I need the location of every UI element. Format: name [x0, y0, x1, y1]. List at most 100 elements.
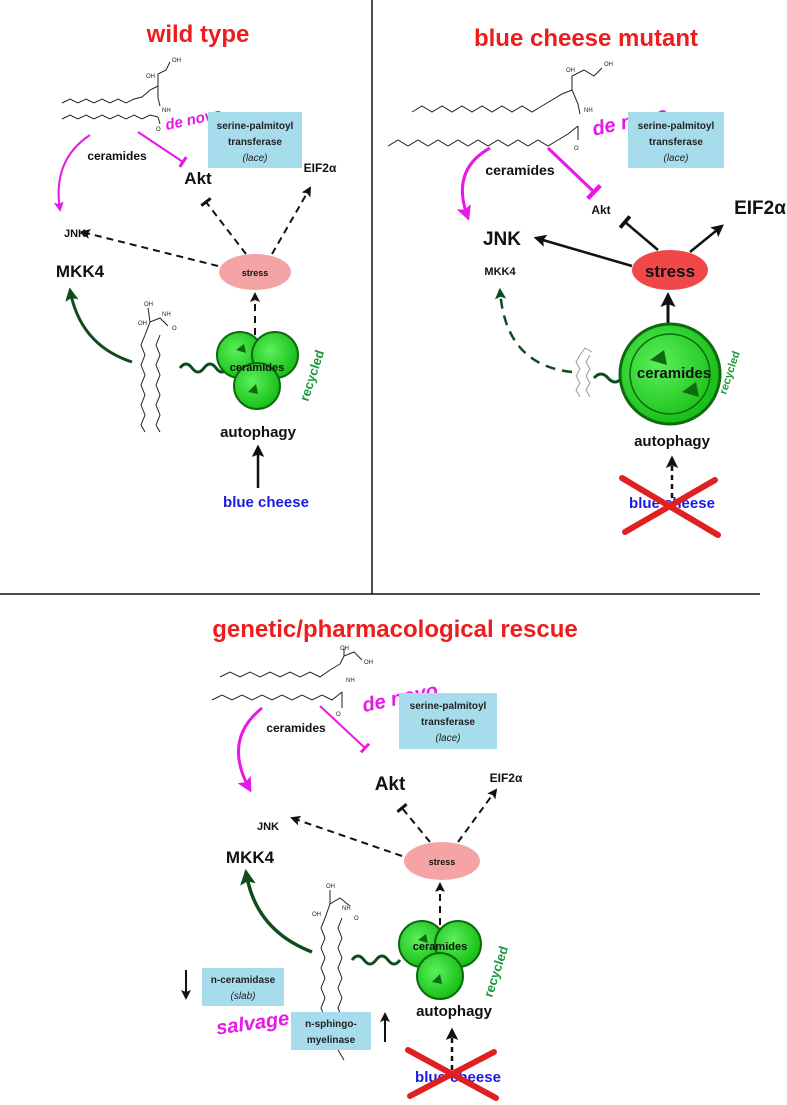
eif2a-label: EIF2α	[734, 198, 786, 219]
ceramide-inhibits-akt	[319, 705, 371, 754]
enzyme-gene: (lace)	[435, 733, 460, 744]
mkk4-label: MKK4	[484, 266, 516, 278]
ceramide-to-jnk-arrow	[236, 706, 263, 793]
stress-node	[219, 254, 291, 290]
panel-title: wild type	[146, 21, 250, 48]
eif2a-label: EIF2α	[490, 771, 523, 785]
stress-to-akt-link	[396, 803, 431, 843]
eif2a-label: EIF2α	[304, 161, 337, 175]
chem-oh-label: OH	[326, 884, 335, 890]
chem-o-label: O	[172, 326, 177, 332]
mkk4-label: MKK4	[56, 262, 105, 281]
chem-oh-label: OH	[364, 660, 373, 666]
enzyme-box	[399, 693, 497, 749]
ceramidase-name: n-ceramidase	[211, 975, 276, 986]
ceramides-label: ceramides	[485, 162, 554, 178]
stress-to-jnk-arrow	[290, 815, 403, 857]
stress-to-akt-link	[200, 197, 247, 255]
blue-cheese-label: blue cheese	[223, 494, 309, 511]
chem-oh-label: OH	[312, 912, 321, 918]
mkk4-label: MKK4	[226, 848, 275, 867]
panel-blue-cheese-mutant: blue cheese mutant OH OH NH O de novo se…	[387, 25, 786, 538]
chem-oh-label: OH	[144, 302, 153, 308]
chem-nh-label: NH	[346, 678, 355, 684]
enzyme-name: transferase	[649, 137, 703, 148]
ceramide-structure: OH OH NH O	[211, 646, 373, 718]
chem-oh-label: OH	[172, 58, 181, 64]
ceramides-label: ceramides	[266, 721, 326, 735]
ceramide-ball	[618, 322, 722, 426]
jnk-label: JNK	[483, 229, 521, 250]
stress-node	[404, 842, 480, 880]
chem-o-label: O	[574, 146, 579, 152]
ceramide-structure: OH OH NH O	[61, 58, 181, 133]
chem-o-label: O	[354, 916, 359, 922]
blue-cheese-deletion-cross	[619, 475, 721, 538]
ceramide-to-jnk-arrow	[456, 146, 491, 221]
enzyme-gene: (lace)	[663, 153, 688, 164]
enzyme-gene: (lace)	[242, 153, 267, 164]
stress-label: stress	[242, 268, 269, 278]
sphingomyelinase-name: n-sphingo-	[305, 1019, 357, 1030]
chem-nh-label: NH	[584, 108, 593, 114]
salvage-label: salvage	[215, 1008, 291, 1040]
chem-oh-label: OH	[340, 646, 349, 652]
chem-oh-label: OH	[138, 321, 147, 327]
chem-oh-label: OH	[604, 62, 613, 68]
ceramide-ball	[629, 333, 711, 415]
sphingomyelinase-name: myelinase	[307, 1035, 356, 1046]
recycled-label: recycled	[481, 944, 512, 999]
panel-title: genetic/pharmacological rescue	[212, 616, 577, 643]
enzyme-name: transferase	[228, 137, 282, 148]
chem-oh-label: OH	[146, 74, 155, 80]
sphingomyelinase-box	[291, 1012, 371, 1050]
autophagosome: ceramides	[178, 331, 299, 410]
jnk-label: JNK	[64, 228, 86, 240]
ceramide-structure: OH OH NH O	[387, 62, 613, 152]
chem-nh-label: NH	[162, 108, 171, 114]
stress-to-eif2a-arrow	[271, 186, 311, 255]
stress-label: stress	[429, 857, 456, 867]
autophagosome: ceramides	[350, 920, 482, 1000]
chem-o-label: O	[156, 127, 161, 133]
chem-nh-label: NH	[162, 312, 171, 318]
ceramide-inhibits-akt	[137, 131, 188, 168]
ceramide-inhibits-akt	[546, 146, 602, 201]
autophagy-label: autophagy	[416, 1003, 492, 1020]
enzyme-name: serine-palmitoyl	[638, 121, 715, 132]
autophagosome: ceramides	[592, 322, 722, 426]
recycled-ceramide-structure	[575, 347, 593, 398]
ceramide-to-jnk-arrow	[53, 134, 91, 212]
jnk-label: JNK	[257, 821, 279, 833]
akt-label: Akt	[184, 169, 212, 188]
stress-to-jnk-arrow	[533, 234, 633, 268]
membrane-tail	[178, 362, 230, 374]
stress-label: stress	[645, 262, 695, 281]
recycled-label: recycled	[297, 348, 328, 403]
enzyme-name: serine-palmitoyl	[410, 701, 487, 712]
stress-to-jnk-arrow	[80, 229, 219, 267]
akt-label: Akt	[375, 774, 406, 795]
ceramides-ball-label: ceramides	[637, 365, 711, 382]
enzyme-name: transferase	[421, 717, 475, 728]
enzyme-box	[208, 112, 302, 168]
stress-node	[632, 250, 708, 290]
ceramidase-box	[202, 968, 284, 1006]
ceramide-ball	[233, 362, 281, 410]
membrane-tail	[350, 954, 402, 966]
salvage-to-mkk4-arrow	[240, 868, 313, 954]
ceramides-label: ceramides	[87, 149, 147, 163]
autophagy-label: autophagy	[634, 433, 710, 450]
recycled-ceramide-structure: OH OH NH O	[138, 302, 177, 433]
ceramides-ball-label: ceramides	[230, 362, 284, 374]
chem-oh-label: OH	[566, 68, 575, 74]
autophagy-label: autophagy	[220, 424, 296, 441]
chem-nh-label: NH	[342, 906, 351, 912]
panel-wild-type: wild type OH OH NH O de novo serine-palm…	[53, 21, 337, 511]
panel-title: blue cheese mutant	[474, 25, 698, 52]
ceramides-ball-label: ceramides	[413, 941, 467, 953]
salvage-to-mkk4-arrow	[494, 287, 573, 374]
akt-label: Akt	[591, 203, 610, 217]
ceramidase-gene: (slab)	[230, 991, 255, 1002]
